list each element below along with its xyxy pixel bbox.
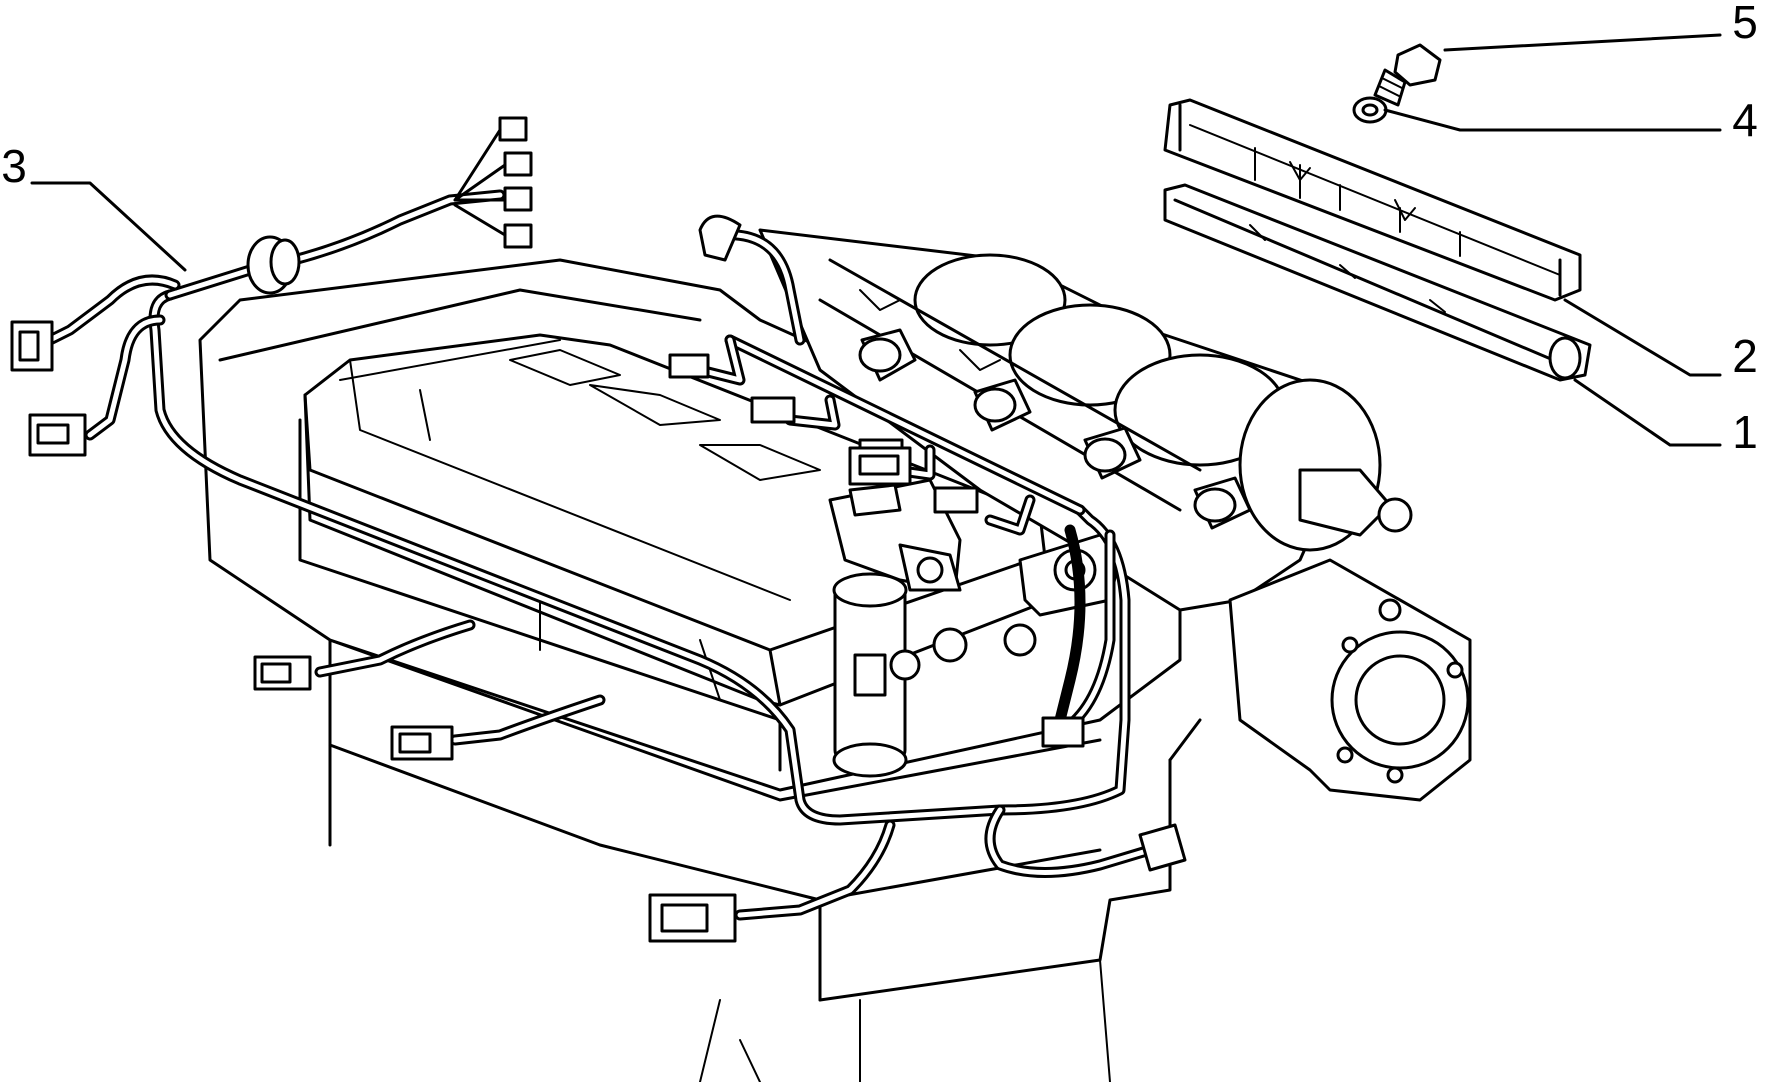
- connector-top-center: [698, 214, 742, 262]
- bolt: [1373, 43, 1442, 107]
- connector-bottom: [648, 893, 737, 943]
- fuel-rail-cover-lower: [1163, 183, 1592, 382]
- grommet: [246, 235, 301, 295]
- callout-labels: 5 4 2 1 3: [1, 0, 1758, 458]
- callout-4: 4: [1732, 94, 1758, 146]
- connector-left-upper: [10, 320, 54, 372]
- sensor-connector: [848, 446, 912, 486]
- connector-mid-left: [253, 655, 312, 691]
- injector-3: [1083, 426, 1142, 480]
- distributor-assembly: [828, 478, 962, 778]
- connector-right: [1041, 716, 1085, 748]
- callout-5: 5: [1732, 0, 1758, 48]
- harness-connectors: [10, 116, 1187, 943]
- injector-4: [1193, 476, 1252, 530]
- washer: [1352, 96, 1388, 124]
- injector-2: [973, 378, 1032, 432]
- injector-1: [858, 328, 917, 382]
- leader-lines: [30, 33, 1722, 447]
- callout-3: 3: [1, 140, 27, 192]
- fuel-rail-cover-upper: [1163, 98, 1582, 302]
- fuel-injectors: [858, 328, 1252, 530]
- connector-bottom-right: [1138, 823, 1187, 872]
- throttle-body: [1228, 468, 1472, 802]
- connector-mid-lower: [390, 725, 454, 761]
- callout-1: 1: [1732, 406, 1758, 458]
- callout-2: 2: [1732, 330, 1758, 382]
- connector-left-lower: [28, 413, 87, 457]
- connector-top-cluster: [453, 116, 533, 249]
